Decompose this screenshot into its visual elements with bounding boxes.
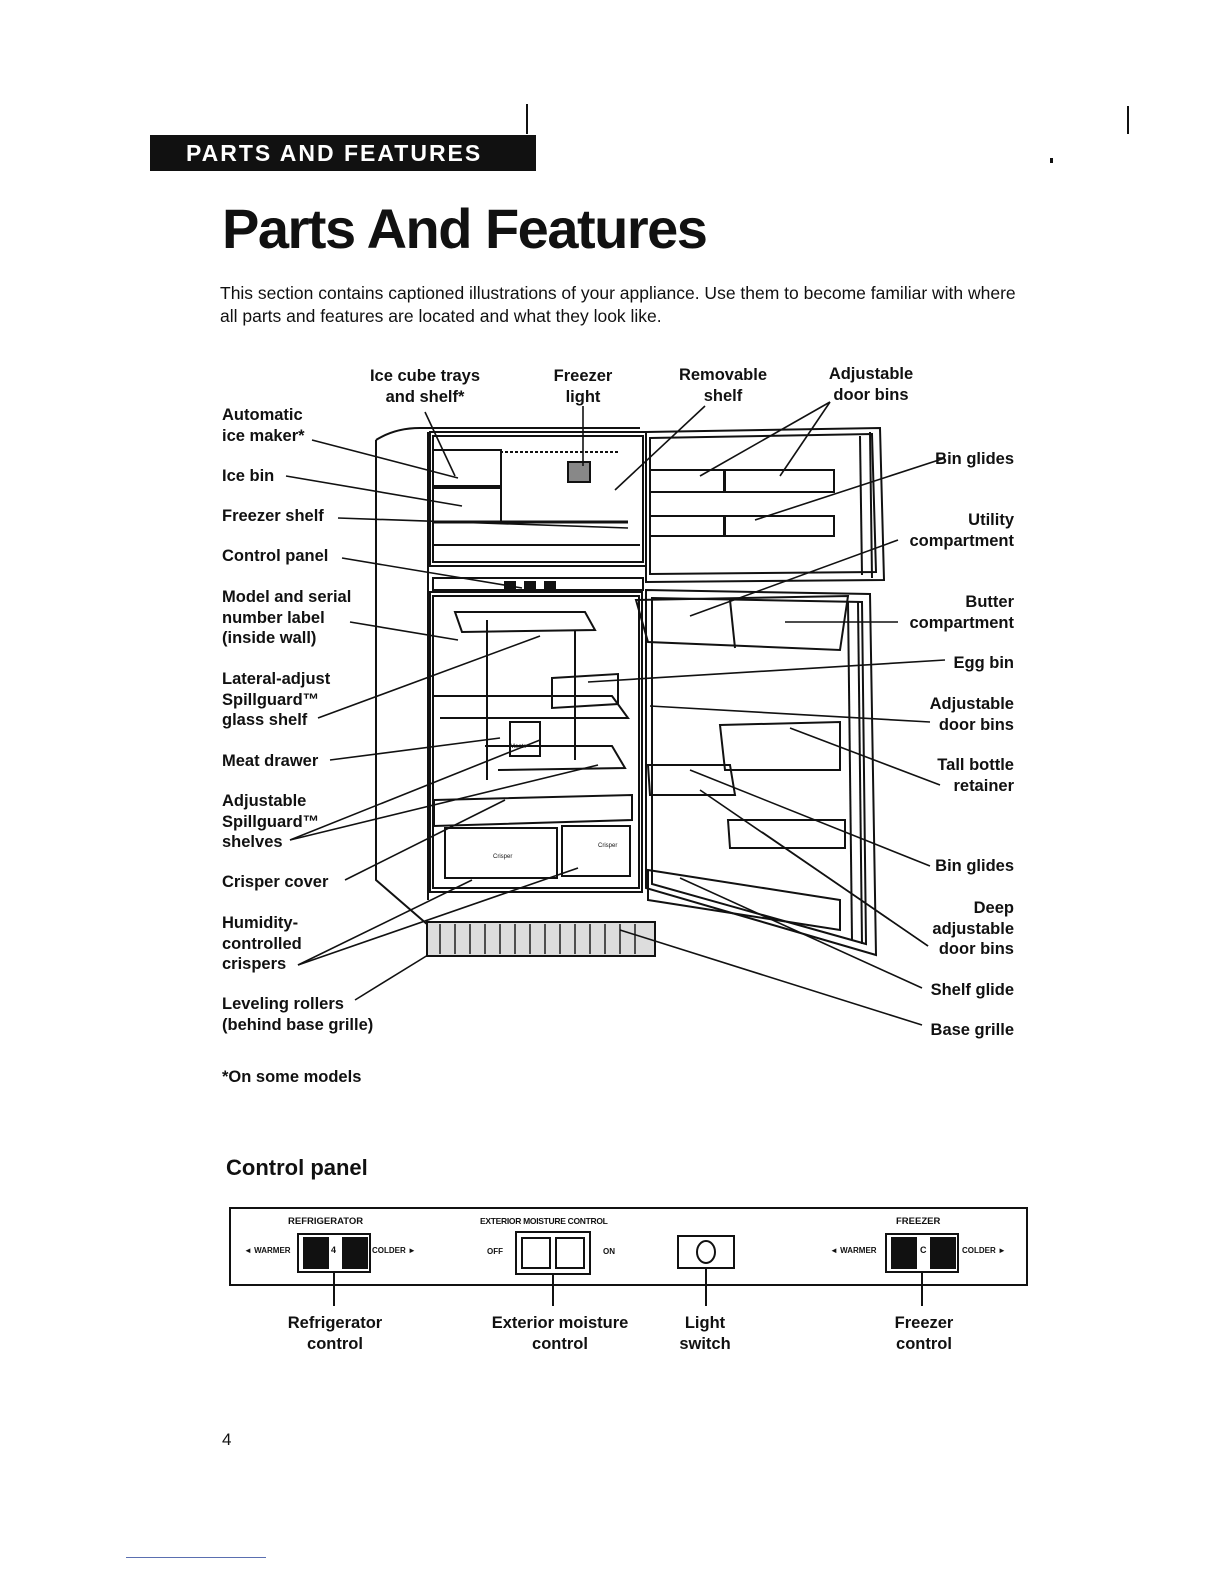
scan-mark [526, 104, 528, 134]
section-tab: PARTS AND FEATURES [150, 135, 536, 171]
crisper-right-text: Crisper [598, 843, 618, 849]
page-title: Parts And Features [222, 197, 708, 260]
refrigerator-slider[interactable]: 4 [331, 1245, 337, 1255]
scan-mark [1050, 158, 1053, 163]
label-base-grille: Base grille [930, 1021, 1014, 1039]
footnote: *On some models [222, 1068, 362, 1086]
light-switch-button[interactable] [678, 1236, 734, 1268]
freezer-colder-label: COLDER ► [962, 1246, 1006, 1255]
label-leveling-rollers: Leveling rollers(behind base grille) [222, 995, 374, 1034]
moisture-rocker-switch[interactable] [516, 1232, 590, 1274]
label-shelf-glide: Shelf glide [930, 981, 1014, 999]
meats-drawer-text: Meats [510, 744, 527, 750]
moisture-on-label: ON [603, 1247, 615, 1256]
refrigerator-warmer-label: ◄ WARMER [244, 1246, 291, 1255]
freezer-warmer-label: ◄ WARMER [830, 1246, 877, 1255]
moisture-off-label: OFF [487, 1247, 503, 1256]
footer-rule [126, 1557, 266, 1558]
page-number: 4 [222, 1430, 232, 1449]
scan-mark [1127, 106, 1129, 134]
refrigerator-colder-label: COLDER ► [372, 1246, 416, 1255]
label-egg-bin: Egg bin [953, 654, 1015, 672]
refrigerator-control-heading: REFRIGERATOR [288, 1216, 364, 1227]
label-bin-glides-bottom: Bin glides [935, 857, 1014, 875]
label-ice-bin: Ice bin [222, 467, 275, 485]
crisper-left-text: Crisper [493, 854, 513, 860]
label-crisper-cover: Crisper cover [222, 873, 329, 891]
freezer-control-heading: FREEZER [896, 1216, 941, 1227]
label-bin-glides-top: Bin glides [935, 450, 1014, 468]
intro-paragraph: This section contains captioned illustra… [220, 283, 1016, 326]
freezer-slider[interactable]: C [920, 1245, 927, 1255]
label-freezer-shelf: Freezer shelf [222, 507, 324, 525]
label-control-panel: Control panel [222, 547, 329, 565]
label-meat-drawer: Meat drawer [222, 752, 319, 770]
control-panel-heading: Control panel [226, 1155, 368, 1180]
moisture-control-heading: EXTERIOR MOISTURE CONTROL [480, 1216, 608, 1226]
